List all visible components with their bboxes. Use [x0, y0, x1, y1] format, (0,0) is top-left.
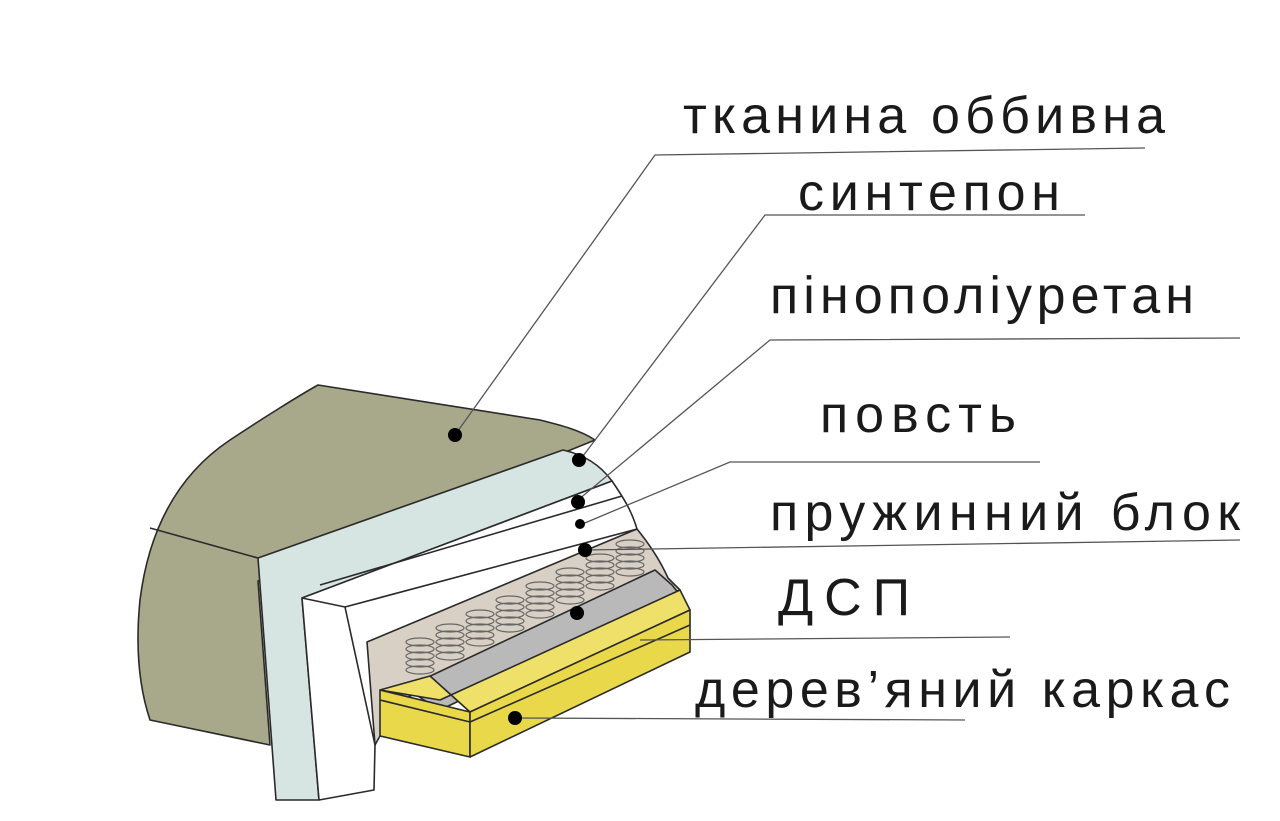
- spring-coil: [525, 581, 555, 591]
- spring-coil: [585, 560, 615, 570]
- dot-upholstery: [448, 428, 462, 442]
- spring-coil: [615, 560, 645, 570]
- spring-coil: [615, 539, 645, 549]
- wooden-frame-side: [469, 609, 691, 758]
- spring-coil: [465, 623, 495, 633]
- spring-coil: [555, 588, 585, 598]
- spring-coil: [405, 644, 435, 654]
- spring-coil: [525, 588, 555, 598]
- dot-sintepon: [572, 453, 586, 467]
- dot-chipboard: [570, 606, 584, 620]
- spring-coil: [585, 581, 615, 591]
- spring-coil: [465, 616, 495, 626]
- spring-coil: [615, 546, 645, 556]
- spring-coil: [555, 581, 585, 591]
- spring-coil: [495, 623, 525, 633]
- dot-foam: [571, 495, 585, 509]
- spring-coil: [615, 567, 645, 577]
- marker-dots: [448, 428, 592, 725]
- label-felt: повсть: [820, 386, 1016, 444]
- spring-coil: [435, 644, 465, 654]
- spring-coil: [615, 553, 645, 563]
- spring-coil: [555, 567, 585, 577]
- spring-coil: [525, 602, 555, 612]
- label-chipboard: ДСП: [778, 569, 910, 627]
- label-spring-block: пружинний блок: [770, 484, 1240, 542]
- spring-coil: [465, 637, 495, 647]
- spring-coil: [585, 553, 615, 563]
- upholstery-seam: [149, 527, 259, 559]
- spring-coil: [495, 595, 525, 605]
- spring-coil: [495, 602, 525, 612]
- spring-coil: [435, 623, 465, 633]
- foam-layer: [301, 480, 638, 801]
- label-wooden-frame: дерев’яний каркас: [695, 661, 1230, 719]
- spring-coil: [585, 574, 615, 584]
- upholstery-shape: [137, 384, 596, 746]
- spring-coil: [525, 595, 555, 605]
- spring-coil: [555, 595, 585, 605]
- spring-coil: [405, 658, 435, 668]
- label-upholstery-fabric: тканина оббивна: [683, 87, 1165, 145]
- dot-spring-block: [578, 543, 592, 557]
- spring-coil: [585, 567, 615, 577]
- label-sintepon: синтепон: [798, 164, 1060, 222]
- spring-coil: [465, 630, 495, 640]
- spring-coil: [465, 609, 495, 619]
- spring-coil: [405, 637, 435, 647]
- springs: [405, 539, 645, 675]
- leader-lines: [454, 147, 1241, 721]
- spring-coil: [495, 616, 525, 626]
- spring-coil: [495, 609, 525, 619]
- dot-felt: [575, 519, 585, 529]
- spring-coil: [435, 630, 465, 640]
- label-polyurethane-foam: пінополіуретан: [770, 267, 1194, 325]
- spring-coil: [555, 574, 585, 584]
- dot-wooden-frame: [508, 711, 522, 725]
- spring-coil: [435, 637, 465, 647]
- spring-coil: [435, 651, 465, 661]
- spring-coil: [405, 651, 435, 661]
- spring-coil: [525, 609, 555, 619]
- spring-coil: [405, 665, 435, 675]
